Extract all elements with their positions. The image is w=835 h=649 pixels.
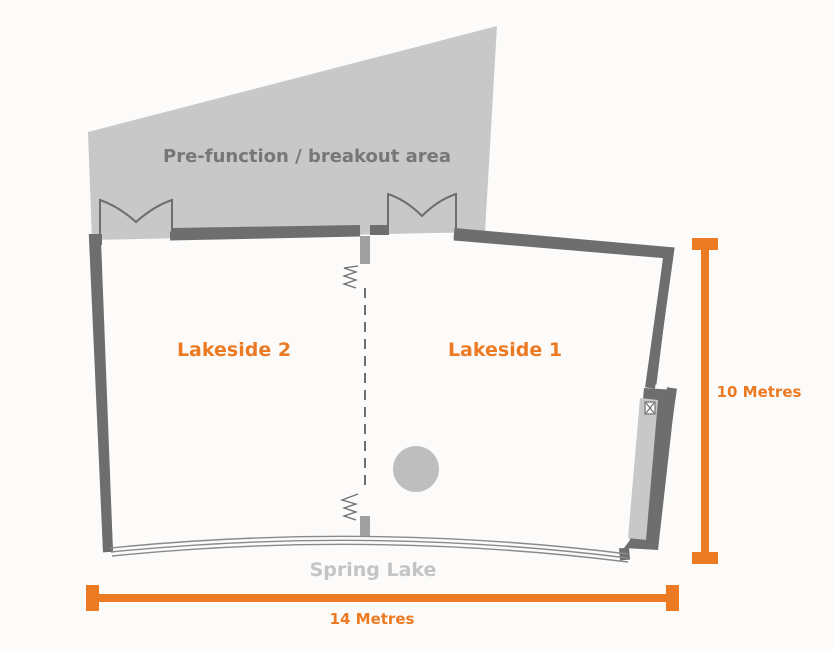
curved-glass-wall xyxy=(109,535,629,563)
fire-exit-icon xyxy=(644,401,656,415)
dimension-width-label: 14 Metres xyxy=(330,610,415,628)
wall-top-right xyxy=(453,231,674,385)
column-icon xyxy=(393,446,439,492)
door-swing-icon xyxy=(387,192,457,232)
service-panel xyxy=(628,398,658,540)
room-label-lakeside-1: Lakeside 1 xyxy=(448,339,562,361)
dimension-height xyxy=(692,238,718,564)
door-swing-icon xyxy=(99,198,173,236)
wall-left xyxy=(90,235,113,553)
prefunction-label: Pre-function / breakout area xyxy=(163,146,451,167)
wall-top-left xyxy=(169,227,361,241)
dimension-width xyxy=(86,585,679,611)
partition-post-bottom xyxy=(360,516,370,536)
room-label-lakeside-2: Lakeside 2 xyxy=(177,339,291,361)
partition-post-top xyxy=(360,236,370,264)
room-floor xyxy=(112,236,662,550)
prefunction-area xyxy=(88,26,497,240)
dimension-height-label: 10 Metres xyxy=(717,383,802,401)
spring-lake-label: Spring Lake xyxy=(310,559,437,581)
folding-partition-icon xyxy=(339,265,359,521)
